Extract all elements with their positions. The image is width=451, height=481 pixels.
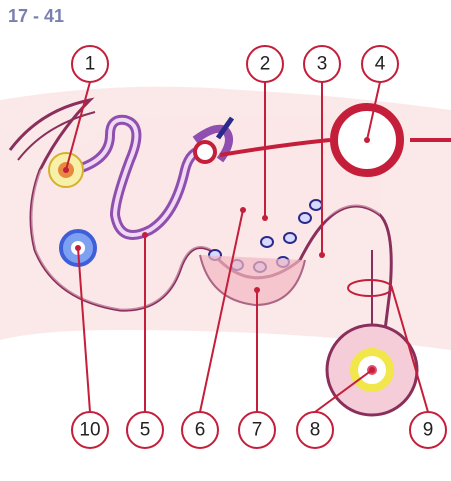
label-3: 3 xyxy=(304,46,340,82)
label-2-text: 2 xyxy=(260,54,271,75)
acinus xyxy=(310,200,322,210)
label-9-text: 9 xyxy=(423,420,434,441)
acinus xyxy=(284,233,296,243)
label-5-text: 5 xyxy=(140,420,151,441)
label-1-text: 1 xyxy=(85,54,96,75)
label-8-text: 8 xyxy=(310,420,321,441)
small-red-ring xyxy=(195,142,215,162)
label-6-text: 6 xyxy=(195,420,206,441)
label-4: 4 xyxy=(362,46,398,82)
label-5: 5 xyxy=(127,412,163,448)
label-10-text: 10 xyxy=(79,420,100,441)
label-1: 1 xyxy=(72,46,108,82)
label-9: 9 xyxy=(410,412,446,448)
acinus xyxy=(299,213,311,223)
label-3-text: 3 xyxy=(317,54,328,75)
label-7: 7 xyxy=(239,412,275,448)
label-4-text: 4 xyxy=(375,54,386,75)
label-2: 2 xyxy=(247,46,283,82)
label-7-text: 7 xyxy=(252,420,263,441)
label-8: 8 xyxy=(297,412,333,448)
acinus xyxy=(261,237,273,247)
label-6: 6 xyxy=(182,412,218,448)
label-10: 10 xyxy=(72,412,108,448)
